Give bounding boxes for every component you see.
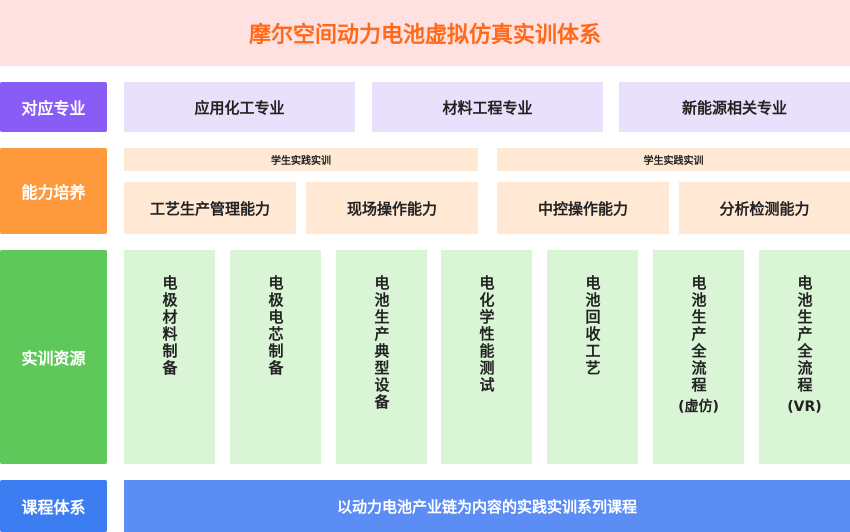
row-label-major: 对应专业	[0, 82, 107, 132]
resource-text: 电池生产全流程	[795, 275, 814, 394]
resource-suffix: (虚仿)	[678, 399, 719, 415]
resource-electrochemical-test: 电化学性能测试	[441, 250, 532, 464]
resource-electrode-material: 电极材料制备	[124, 250, 215, 464]
ability-central-control: 中控操作能力	[497, 182, 669, 234]
resource-full-process-virtual: 电池生产全流程 (虚仿)	[653, 250, 744, 464]
major-applied-chemical: 应用化工专业	[124, 82, 355, 132]
practice-banner-left: 学生实践实训	[124, 148, 478, 171]
resource-full-process-vr: 电池生产全流程 (VR)	[759, 250, 850, 464]
resource-suffix: (VR)	[787, 399, 822, 415]
course-system-bar: 以动力电池产业链为内容的实践实训系列课程	[124, 480, 850, 532]
resource-text: 电池生产全流程	[689, 275, 708, 394]
diagram-title: 摩尔空间动力电池虚拟仿真实训体系	[0, 0, 850, 66]
resource-text: 电极电芯制备	[266, 275, 285, 377]
ability-field-operation: 现场操作能力	[306, 182, 478, 234]
row-label-ability: 能力培养	[0, 148, 107, 234]
ability-process-management: 工艺生产管理能力	[124, 182, 296, 234]
major-materials-engineering: 材料工程专业	[372, 82, 603, 132]
resource-electrode-cell: 电极电芯制备	[230, 250, 321, 464]
resource-text: 电池回收工艺	[583, 275, 602, 377]
ability-analysis-detection: 分析检测能力	[679, 182, 850, 234]
resource-typical-equipment: 电池生产典型设备	[336, 250, 427, 464]
resource-recycling-process: 电池回收工艺	[547, 250, 638, 464]
practice-banner-right: 学生实践实训	[497, 148, 850, 171]
row-label-resource: 实训资源	[0, 250, 107, 464]
resource-text: 电化学性能测试	[477, 275, 496, 394]
resource-text: 电极材料制备	[160, 275, 179, 377]
row-label-course: 课程体系	[0, 480, 107, 532]
resource-text: 电池生产典型设备	[372, 275, 391, 411]
major-new-energy: 新能源相关专业	[619, 82, 850, 132]
